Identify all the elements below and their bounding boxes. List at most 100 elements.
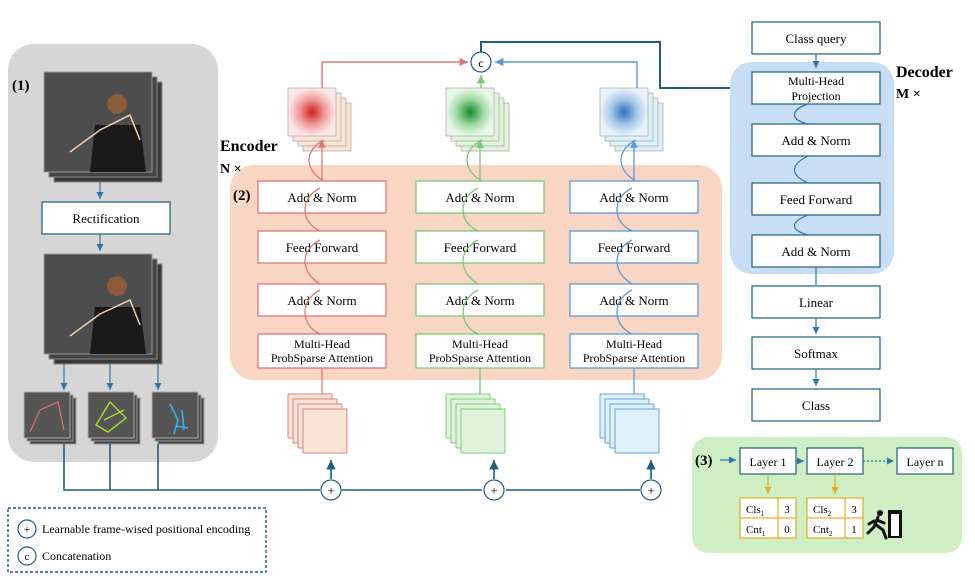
cnt1-text: Cnt	[746, 524, 762, 536]
attention-label-line1: Multi-Head	[294, 337, 350, 351]
encoder-add-norm-top-label: Add & Norm	[287, 190, 356, 205]
attention-heatmap-stack	[599, 87, 664, 152]
input-embedding-stack	[599, 393, 660, 454]
plus-node-2: +	[483, 479, 505, 501]
encoder-add-norm-top-box: Add & Norm	[415, 180, 545, 214]
encoder-feed-forward-box: Feed Forward	[257, 230, 387, 264]
legend-concat-symbol: c	[25, 551, 30, 563]
cls2-sub: 2	[828, 510, 832, 518]
result-table-1	[739, 497, 797, 539]
cnt2-value: 1	[851, 524, 857, 536]
decoder-repeat: M ×	[896, 87, 921, 102]
legend-concat-text: Concatenation	[42, 549, 111, 563]
plus-node-1: +	[320, 479, 342, 501]
cnt2-text: Cnt	[813, 524, 829, 536]
encoder-feed-forward-label: Feed Forward	[286, 240, 359, 255]
decoder-feed-forward-label: Feed Forward	[780, 192, 853, 207]
cls2-label: Cls2	[813, 504, 832, 518]
decoder-title: Decoder	[896, 64, 953, 81]
plus-node-3: +	[640, 479, 662, 501]
attention-label-line2: ProbSparse Attention	[429, 351, 531, 365]
input-embedding-stack	[287, 393, 348, 454]
attention-heatmap-stack	[445, 87, 510, 152]
cls2-text: Cls	[813, 504, 828, 516]
encoder-title: Encoder	[220, 138, 278, 155]
encoder-add-norm-top-box: Add & Norm	[569, 180, 699, 214]
layern-label: Layer n	[907, 455, 944, 469]
cnt1-sub: 1	[762, 530, 766, 538]
encoder-panel	[230, 165, 722, 380]
softmax-label: Softmax	[794, 346, 839, 361]
cls1-sub: 1	[761, 510, 765, 518]
result-table-2	[806, 497, 864, 539]
keypoint-stack-left-hand	[87, 391, 141, 445]
layer1-box: Layer 1	[739, 447, 797, 475]
attention-heatmap-stack	[287, 87, 352, 152]
encoder-add-norm-top-box: Add & Norm	[257, 180, 387, 214]
cls1-text: Cls	[746, 504, 761, 516]
layer2-label: Layer 2	[817, 455, 854, 469]
keypoint-stack-body	[23, 391, 77, 445]
layer2-box: Layer 2	[806, 447, 864, 475]
positional-encoding-connections	[63, 444, 640, 491]
attention-label-line2: ProbSparse Attention	[583, 351, 685, 365]
stage1-marker: (1)	[12, 78, 30, 94]
exit-icon	[866, 510, 902, 540]
encoder-add-norm-bottom-label: Add & Norm	[287, 293, 356, 308]
keypoint-stack-right-hand	[151, 391, 205, 445]
class-query-box: Class query	[751, 21, 881, 55]
class-query-label: Class query	[785, 31, 847, 46]
decoder-feed-forward: Feed Forward	[751, 182, 881, 216]
stage3-marker: (3)	[695, 453, 713, 469]
legend-plus-text: Learnable frame-wised positional encodin…	[42, 522, 250, 536]
softmax-box: Softmax	[751, 336, 881, 370]
decoder-panel	[730, 62, 894, 274]
plus-symbol: +	[490, 483, 497, 498]
input-embedding-stack	[445, 393, 506, 454]
class-label: Class	[802, 398, 830, 413]
rectification-label: Rectification	[72, 211, 140, 226]
decoder-add-norm-bottom: Add & Norm	[751, 234, 881, 268]
encoder-add-norm-top-label: Add & Norm	[599, 190, 668, 205]
cls1-label: Cls1	[746, 504, 765, 518]
encoder-flow-lines	[462, 139, 484, 394]
decoder-add-norm-bottom-label: Add & Norm	[781, 244, 850, 259]
cls2-value: 3	[851, 504, 857, 516]
layern-box: Layer n	[896, 447, 954, 475]
legend-concat-item: c Concatenation	[17, 546, 111, 566]
encoder-add-norm-bottom-label: Add & Norm	[599, 293, 668, 308]
encoder-repeat: N ×	[220, 162, 242, 177]
encoder-feed-forward-box: Feed Forward	[415, 230, 545, 264]
cnt2-label: Cnt2	[813, 524, 833, 538]
encoder-add-norm-top-label: Add & Norm	[445, 190, 514, 205]
concat-symbol: c	[478, 56, 483, 70]
encoder-flow-lines	[616, 139, 638, 394]
encoder-feed-forward-box: Feed Forward	[569, 230, 699, 264]
plus-symbol: +	[327, 483, 334, 498]
class-box: Class	[751, 388, 881, 422]
encoder-add-norm-bottom-label: Add & Norm	[445, 293, 514, 308]
decoder-add-norm-top: Add & Norm	[751, 123, 881, 157]
cnt1-value: 0	[784, 524, 790, 536]
legend-box	[7, 507, 267, 573]
encoder-add-norm-bottom-box: Add & Norm	[257, 283, 387, 317]
encoder-marker: (2)	[233, 188, 251, 204]
projection-line2: Projection	[791, 89, 840, 103]
encoder-add-norm-bottom-box: Add & Norm	[415, 283, 545, 317]
multi-head-projection-box: Multi-Head Projection	[751, 71, 881, 105]
attention-label-line2: ProbSparse Attention	[271, 351, 373, 365]
decoder-add-norm-top-label: Add & Norm	[781, 133, 850, 148]
stage1-panel: (1) Rectification	[8, 44, 218, 462]
linear-box: Linear	[751, 285, 881, 319]
cnt2-sub: 2	[829, 530, 833, 538]
rectification-box	[41, 201, 171, 235]
input-video-frames	[43, 71, 163, 183]
layer1-label: Layer 1	[750, 455, 787, 469]
cls1-value: 3	[784, 504, 790, 516]
